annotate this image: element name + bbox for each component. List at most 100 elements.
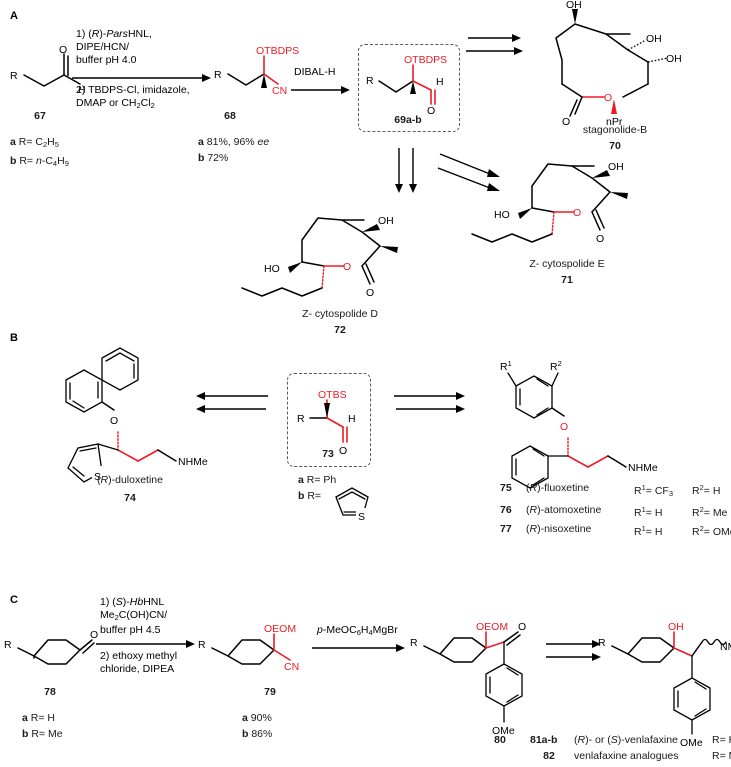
table-row: 81a-b (R)- or (S)-venlafaxine R= H — [530, 734, 731, 746]
analogue-table: 75 (R)-fluoxetine R1= CF3 R2= H 76 (R)-a… — [500, 480, 731, 540]
structure-78: R O — [4, 618, 104, 678]
r-group-thiophene-icon: S — [330, 484, 380, 530]
compound-79-yields: a 90% b 86% — [242, 712, 273, 740]
structure-venlafaxine: R OH NMe2 OMe — [598, 612, 731, 762]
compound-number-70: 70 — [609, 140, 621, 152]
reagents-c-step1: 1) (S)-HbHNL Me2C(OH)CN/ buffer pH 4.5 — [100, 596, 168, 636]
compound-67-variants: a R= C2H5 b R= n-C4H9 — [10, 136, 69, 168]
atom-label-H: H — [348, 413, 356, 425]
structure-72-cytospolide-d: O O OH HO — [241, 204, 475, 314]
compound-number-68: 68 — [224, 110, 236, 122]
structure-74-duloxetine: O NHMe S — [40, 344, 220, 494]
table-row: 77 (R)-nisoxetine R1= H R2= OMe — [500, 523, 731, 538]
atom-label-O-ring: O — [604, 92, 612, 104]
structure-67: R O H — [8, 44, 88, 102]
structure-80: R OEOM O OMe — [410, 612, 550, 762]
atom-label-O: O — [59, 44, 67, 56]
atom-label-NMe2: NMe2 — [720, 641, 731, 655]
atom-label-OH-right1: OH — [646, 33, 662, 45]
atom-label-OH-right2: OH — [666, 53, 682, 65]
atom-label-R: R — [297, 413, 305, 425]
compound-number-78: 78 — [44, 686, 56, 698]
panel-letter-a: A — [10, 10, 18, 22]
double-arrow-to-71 — [437, 150, 508, 194]
reagents-c-step2: 2) ethoxy methyl chloride, DIPEA — [100, 650, 178, 675]
reagents-a-step2: 2) TBDPS-Cl, imidazole, DMAP or CH2Cl2 — [76, 84, 190, 110]
atom-label-R: R — [10, 70, 18, 82]
atom-label-nPr: nPr — [606, 116, 623, 128]
atom-label-O-ring: O — [343, 261, 351, 273]
compound-78-variants: a R= H b R= Me — [22, 712, 63, 740]
atom-label-OEOM: OEOM — [476, 621, 508, 633]
atom-label-R: R — [4, 639, 12, 651]
compound-number-74: 74 — [124, 492, 136, 504]
compound-number-79: 79 — [264, 686, 276, 698]
atom-label-OEOM: OEOM — [264, 623, 296, 635]
atom-label-CN: CN — [284, 661, 299, 673]
atom-label-O: O — [339, 445, 347, 457]
compound-name-70: stagonolide-B — [582, 124, 648, 136]
atom-label-HO: HO — [494, 209, 510, 221]
atom-label-O-keto: O — [596, 233, 604, 245]
atom-label-H: H — [436, 76, 444, 88]
atom-label-OMe: OMe — [680, 737, 703, 749]
reaction-arrow-a1 — [72, 72, 212, 84]
compound-number-71: 71 — [561, 274, 573, 286]
atom-label-R: R — [198, 639, 206, 651]
atom-label-HO: HO — [264, 263, 280, 275]
compound-name-72: Z- cytospolide D — [302, 308, 378, 320]
table-row: 75 (R)-fluoxetine R1= CF3 R2= H — [500, 482, 721, 498]
structure-69: R OTBDPS H O — [366, 52, 458, 117]
reaction-arrow-c1 — [96, 638, 196, 650]
atom-label-NHMe: NHMe — [178, 456, 208, 468]
atom-label-OTBDPS: OTBDPS — [404, 54, 447, 66]
atom-label-R2: R2 — [550, 359, 562, 373]
atom-label-O: O — [110, 415, 118, 427]
atom-label-R: R — [214, 69, 222, 81]
product-table: 81a-b (R)- or (S)-venlafaxine R= H 82 ve… — [530, 732, 731, 764]
atom-label-R: R — [410, 637, 418, 649]
structure-71-cytospolide-e: O O OH HO — [471, 150, 705, 260]
atom-label-O-ring: O — [573, 207, 581, 219]
panel-letter-c: C — [10, 594, 18, 606]
atom-label-O: O — [90, 629, 98, 641]
double-arrow-to-analogues — [394, 390, 466, 420]
reaction-arrow-c2 — [312, 642, 406, 654]
reaction-arrow-dibal — [291, 84, 351, 96]
atom-label-O-keto: O — [366, 287, 374, 299]
atom-label-R: R — [366, 75, 374, 87]
atom-label-OH-top: OH — [566, 0, 582, 11]
atom-label-CN: CN — [272, 85, 287, 97]
reagent-dibal-h: DIBAL-H — [294, 66, 336, 78]
atom-label-R: R — [598, 637, 606, 649]
structure-fluoxetine-scaffold: R1 R2 O NHMe — [478, 358, 678, 498]
atom-label-OTBS: OTBS — [318, 389, 347, 401]
atom-label-OH-top: OH — [378, 215, 394, 227]
compound-69-box — [358, 44, 460, 132]
compound-number-67: 67 — [34, 110, 46, 122]
atom-label-OH-top: OH — [608, 161, 624, 173]
atom-label-O-keto: O — [562, 116, 570, 128]
atom-label-H: H — [78, 84, 86, 96]
compound-73-box — [287, 373, 371, 467]
atom-label-OTBDPS: OTBDPS — [256, 45, 299, 57]
double-arrow-to-74 — [196, 390, 268, 420]
compound-73-variants: a R= Ph b R= — [298, 474, 337, 502]
double-arrow-to-venlafaxine — [546, 638, 602, 668]
table-row: 76 (R)-atomoxetine R1= H R2= Me — [500, 504, 728, 519]
table-row: 82 venlafaxine analogues R= Me — [543, 750, 731, 762]
atom-label-S: S — [94, 471, 101, 483]
atom-label-NHMe: NHMe — [628, 462, 658, 474]
double-arrow-to-70 — [466, 30, 524, 60]
atom-label-S: S — [358, 511, 365, 523]
atom-label-OH: OH — [668, 621, 684, 633]
atom-label-O: O — [560, 421, 568, 433]
atom-label-O-keto: O — [518, 621, 526, 633]
compound-number-69: 69a-b — [394, 114, 422, 126]
compound-number-73: 73 — [322, 448, 334, 460]
compound-number-80: 80 — [494, 734, 506, 746]
structure-73: R OTBS H O — [295, 382, 371, 458]
compound-name-71: Z- cytospolide E — [529, 258, 605, 270]
atom-label-O: O — [427, 105, 435, 117]
atom-label-R1: R1 — [500, 359, 512, 373]
